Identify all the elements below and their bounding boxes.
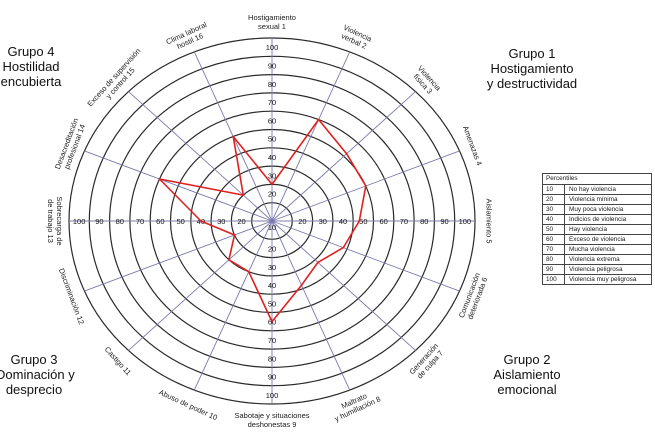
- tick-label: 20: [298, 217, 306, 226]
- tick-label: 20: [268, 244, 276, 253]
- tick-label: 100: [266, 43, 279, 52]
- spoke-axis: [271, 51, 351, 222]
- axis-label: Maltratoy humillación 8: [330, 387, 382, 424]
- tick-label: 20: [237, 217, 245, 226]
- axis-label: Amenazas 4: [461, 124, 484, 166]
- tick-label: 100: [73, 217, 86, 226]
- tick-label: 80: [268, 354, 276, 363]
- data-point: [300, 284, 303, 287]
- tick-label: 60: [156, 217, 164, 226]
- tick-label: 80: [420, 217, 428, 226]
- tick-label: 40: [339, 217, 347, 226]
- data-point: [228, 258, 230, 261]
- data-point: [158, 178, 161, 180]
- data-point: [271, 320, 273, 323]
- axis-label: Violenciaverbal 2: [338, 23, 374, 52]
- tick-label: 100: [459, 217, 472, 226]
- axis-label: Violenciafísica 3: [409, 64, 443, 99]
- tick-label: 90: [440, 217, 448, 226]
- spoke-axis: [128, 220, 273, 351]
- axis-label: Sobrecarga dede trabajo 13: [46, 196, 64, 245]
- tick-label: 70: [400, 217, 408, 226]
- tick-label: 60: [268, 116, 276, 125]
- spoke-axis: [271, 220, 351, 391]
- tick-label: 60: [379, 217, 387, 226]
- spoke-axis: [128, 91, 273, 222]
- tick-label: 50: [359, 217, 367, 226]
- tick-label: 10: [268, 223, 276, 232]
- spoke-axis: [193, 220, 273, 391]
- axis-label: Generaciónde culpa 7: [407, 341, 446, 382]
- axis-label: Exceso de supervisióny control 15: [85, 47, 148, 115]
- data-point: [242, 194, 245, 197]
- data-point: [247, 270, 250, 273]
- data-point: [317, 261, 319, 264]
- data-point: [233, 234, 236, 236]
- tick-label: 100: [266, 391, 279, 400]
- spoke-axis: [271, 91, 416, 222]
- axis-label: Desacreditaciónprofesional 14: [53, 117, 88, 174]
- data-point: [200, 220, 202, 222]
- spoke-axis: [271, 220, 416, 351]
- tick-label: 50: [268, 135, 276, 144]
- tick-label: 70: [136, 217, 144, 226]
- legend-title: Percentiles: [543, 174, 651, 185]
- tick-label: 90: [268, 61, 276, 70]
- axis-label: Clima laboralhostil 16: [165, 20, 212, 54]
- tick-label: 50: [176, 217, 184, 226]
- spoke-axis: [271, 220, 460, 292]
- spoke-axis: [84, 150, 273, 222]
- tick-label: 40: [268, 153, 276, 162]
- data-point: [271, 183, 273, 186]
- tick-label: 70: [268, 98, 276, 107]
- axis-label: Abuso de poder 10: [158, 388, 219, 423]
- data-point: [345, 152, 348, 155]
- data-point: [317, 118, 320, 121]
- tick-label: 80: [116, 217, 124, 226]
- data-point: [364, 185, 367, 187]
- tick-label: 90: [95, 217, 103, 226]
- tick-label: 50: [268, 299, 276, 308]
- data-point: [358, 220, 361, 222]
- tick-label: 30: [268, 171, 276, 180]
- tick-label: 80: [268, 80, 276, 89]
- tick-label: 30: [217, 217, 225, 226]
- tick-label: 40: [268, 281, 276, 290]
- tick-label: 70: [268, 336, 276, 345]
- spoke-axis: [84, 220, 273, 292]
- tick-label: 30: [319, 217, 327, 226]
- data-point: [232, 135, 235, 138]
- axis-label: Discriminación 12: [57, 267, 86, 326]
- axis-label: Aislamiento 5: [485, 198, 494, 243]
- tick-label: 30: [268, 263, 276, 272]
- tick-label: 20: [268, 190, 276, 199]
- tick-label: 90: [268, 373, 276, 382]
- axis-label: Comunicacióndeteriorada 6: [457, 271, 490, 322]
- data-point: [342, 246, 345, 249]
